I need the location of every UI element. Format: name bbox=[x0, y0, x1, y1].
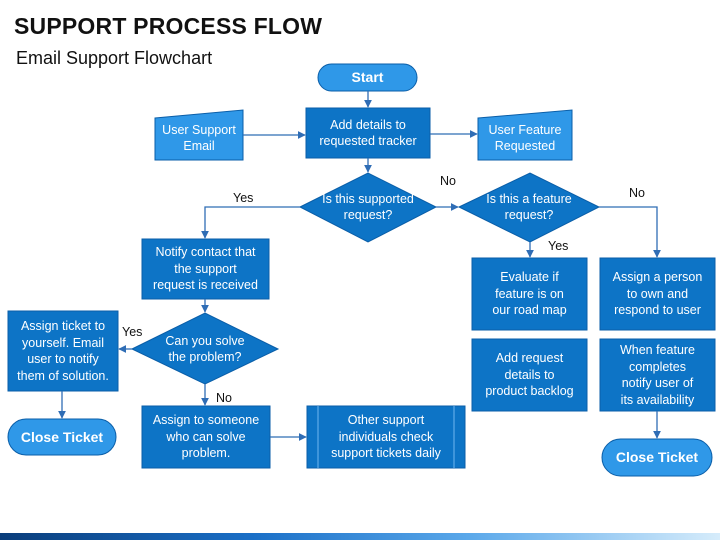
arrow-supported-yes bbox=[201, 206, 300, 239]
arrow-feature-no bbox=[599, 206, 661, 258]
assign-person-label: Assign a person to own and respond to us… bbox=[612, 270, 703, 318]
add-details-label: Add details to requested tracker bbox=[319, 117, 417, 149]
close-ticket-left-label: Close Ticket bbox=[20, 428, 104, 445]
notify-contact-label: Notify contact that the support request … bbox=[153, 245, 258, 293]
close-ticket-right-terminator bbox=[601, 438, 713, 477]
edge-label-yes-supported: Yes bbox=[233, 191, 254, 205]
edge-label-yes-feature: Yes bbox=[548, 239, 569, 253]
add-request-label: Add request details to product backlog bbox=[485, 351, 574, 399]
edge-label-yes-solve: Yes bbox=[122, 325, 143, 339]
edge-label-no-feature: No bbox=[629, 186, 645, 200]
edge-label-no-supported: No bbox=[440, 174, 456, 188]
user-support-email-shape bbox=[154, 109, 244, 161]
page-title: SUPPORT PROCESS FLOW bbox=[14, 13, 323, 39]
evaluate-feature-label: Evaluate if feature is on our road map bbox=[492, 270, 567, 318]
edge-label-no-solve: No bbox=[216, 391, 232, 405]
other-support-box bbox=[306, 405, 466, 469]
user-feature-requested-label: User Feature Requested bbox=[488, 122, 562, 154]
assign-ticket-label: Assign ticket to yourself. Email user to… bbox=[17, 319, 109, 383]
when-feature-label: When feature completes notify user of it… bbox=[619, 343, 696, 407]
close-ticket-right-label: Close Ticket bbox=[615, 449, 699, 466]
start-label: Start bbox=[351, 69, 384, 86]
can-you-solve-label: Can you solve the problem? bbox=[165, 333, 245, 365]
when-feature-box bbox=[599, 338, 716, 412]
user-feature-requested-shape bbox=[477, 109, 573, 161]
is-supported-label: Is this supported request? bbox=[322, 191, 414, 223]
add-details-box bbox=[305, 107, 431, 159]
assign-someone-label: Assign to someone who can solve problem. bbox=[152, 413, 260, 461]
evaluate-feature-box bbox=[471, 257, 588, 331]
notify-contact-box bbox=[141, 238, 270, 300]
bottom-gradient-bar bbox=[0, 533, 720, 540]
page-subtitle: Email Support Flowchart bbox=[16, 48, 213, 68]
assign-ticket-box bbox=[7, 310, 119, 392]
is-feature-label: Is this a feature request? bbox=[486, 191, 572, 223]
assign-person-box bbox=[599, 257, 716, 331]
can-you-solve-diamond bbox=[130, 312, 280, 385]
user-support-email-label: User Support Email bbox=[162, 122, 236, 154]
add-request-box bbox=[471, 338, 588, 412]
other-support-label: Other support individuals check support … bbox=[331, 413, 441, 461]
close-ticket-left-terminator bbox=[7, 418, 117, 456]
